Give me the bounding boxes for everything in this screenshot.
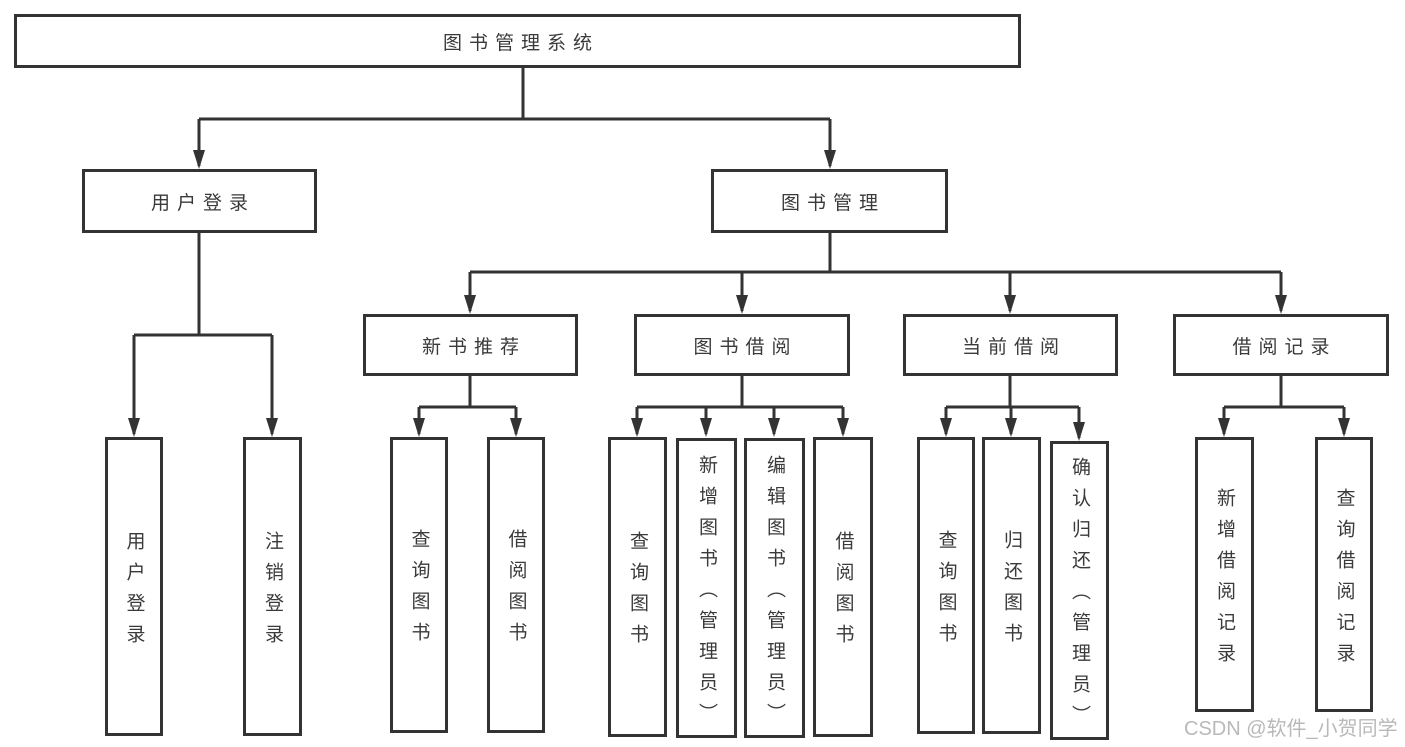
arrowhead [837,418,849,437]
connector [197,68,832,166]
arrowhead [768,418,780,437]
node-new-book-recommendation: 新书推荐 [363,314,578,376]
node-label: 图书管理系统 [442,32,599,54]
node-label: 当前借阅 [961,336,1066,358]
node-label: 编辑图书（管理员） [764,454,785,734]
connector [468,233,1283,311]
node-label: 新增借阅记录 [1214,487,1235,674]
node-library-management-system: 图书管理系统 [14,14,1021,68]
arrowhead [128,418,140,437]
arrowhead [193,150,205,169]
node-label: 注销登录 [262,530,283,655]
arrowhead [266,418,278,437]
node-label: 查询图书 [935,529,957,654]
node-current-borrowing: 当前借阅 [903,314,1118,376]
node-logout: 注销登录 [243,437,302,736]
node-query-books-3: 查询图书 [917,437,975,734]
arrowhead [631,418,643,437]
node-label: 借阅图书 [505,529,527,653]
arrowhead [824,150,836,169]
arrowhead [1005,418,1017,437]
node-book-borrowing: 图书借阅 [634,314,850,376]
connector [1222,376,1346,434]
node-query-borrow-record: 查询借阅记录 [1315,437,1373,712]
node-add-borrow-record: 新增借阅记录 [1195,437,1254,712]
node-label: 查询借阅记录 [1333,487,1355,674]
connector [635,376,845,434]
node-label: 借阅记录 [1232,336,1337,358]
arrowhead [1218,418,1230,437]
node-label: 查询图书 [627,531,648,655]
node-book-management: 图书管理 [711,169,948,233]
arrowhead [736,295,748,314]
arrowhead [464,295,476,314]
node-label: 查询图书 [408,529,430,653]
arrowhead [413,418,425,437]
node-user-login: 用户登录 [82,169,317,233]
node-confirm-return-admin: 确认归还（管理员） [1050,441,1109,740]
node-borrow-books-1: 借阅图书 [487,437,545,733]
node-label: 图书管理 [780,192,885,214]
arrowhead [1275,295,1287,314]
node-label: 归还图书 [1001,529,1022,654]
node-add-books-admin: 新增图书（管理员） [676,438,737,738]
node-label: 用户登录 [150,192,255,214]
arrowhead [1338,418,1350,437]
arrowhead [700,418,712,437]
node-return-books: 归还图书 [982,437,1041,734]
node-label: 确认归还（管理员） [1069,457,1090,736]
node-borrow-books-2: 借阅图书 [813,437,873,737]
node-label: 用户登录 [123,530,145,655]
connector [132,233,274,434]
arrowhead [940,418,952,437]
node-label: 新增图书（管理员） [696,454,717,734]
connector [417,376,518,434]
node-query-books-1: 查询图书 [390,437,448,733]
node-label: 图书借阅 [693,336,798,358]
node-borrowing-records: 借阅记录 [1173,314,1389,376]
node-label: 借阅图书 [832,531,854,655]
csdn-watermark: CSDN @软件_小贺同学 [1184,718,1398,740]
arrowhead [510,418,522,437]
node-edit-books-admin: 编辑图书（管理员） [744,438,805,738]
node-label: 新书推荐 [421,336,526,358]
arrowhead [1073,422,1085,441]
arrowhead [1004,295,1016,314]
node-query-books-2: 查询图书 [608,437,667,737]
node-user-login-leaf: 用户登录 [105,437,163,736]
